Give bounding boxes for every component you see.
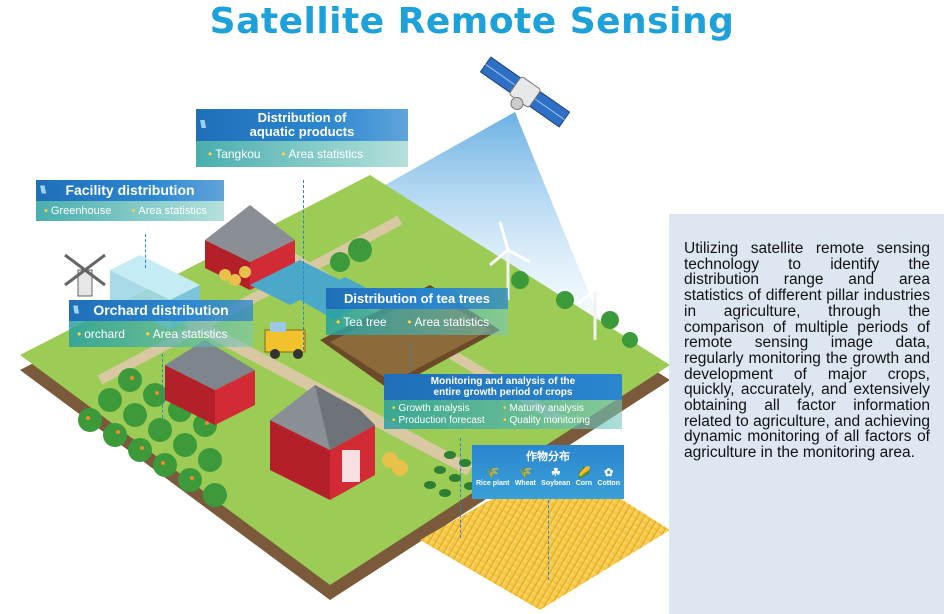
connector-aquatic [303,180,304,350]
cotton-icon: ✿ [604,467,614,479]
connector-crops [548,500,549,580]
monitoring-panel: Monitoring and analysis of the entire gr… [384,374,622,429]
description-text: Utilizing satellite remote sensing techn… [684,240,930,462]
bullet-icon: • [145,327,150,341]
connector-monitoring [460,438,461,538]
wheat-icon: 🌾 [518,467,533,479]
crop-item: ✿Cotton [597,467,620,487]
bullet-icon: • [131,205,136,217]
wind-turbine-icon [489,221,616,340]
crop-item: 🌾Wheat [514,467,536,487]
connector-orchard [162,354,163,418]
bullet-icon: • [281,147,286,161]
page-title: Satellite Remote Sensing [209,1,735,42]
description-box [669,214,944,614]
farmhouse [165,340,255,425]
bullet-icon: • [407,315,412,329]
soybean-icon: ☘ [550,467,561,479]
stripes-icon: \\\\ [73,304,79,316]
rice-icon: 🌾 [485,467,500,479]
crop-item: 🌽Corn [575,467,593,487]
bullet-icon: • [208,147,213,161]
stripes-icon: \\\\ [40,184,46,196]
bullet-icon: • [44,205,48,217]
connector-tea [410,343,411,383]
aquatic-panel: \\\\ Distribution of aquatic products •T… [196,109,408,167]
harvester [264,322,306,359]
crop-item: ☘Soybean [541,467,571,487]
orchard-panel: \\\\ Orchard distribution •orchard •Area… [69,300,253,347]
bullet-icon: • [503,403,507,414]
bullet-icon: • [503,415,507,426]
aquatic-panel-body: •Tangkou •Area statistics [196,141,408,167]
bullet-icon: • [336,315,341,329]
connector-facility [145,234,146,268]
crops-panel: 作物分布 🌾Rice plant 🌾Wheat ☘Soybean 🌽Corn ✿… [472,445,624,499]
red-barn [270,385,375,500]
stripes-icon: \\\\ [200,119,206,131]
bullet-icon: • [77,327,82,341]
corn-icon: 🌽 [577,467,591,479]
windmill-icon [64,253,106,297]
crop-item: 🌾Rice plant [476,467,510,487]
facility-panel: \\\\ Facility distribution •Greenhouse •… [36,180,224,221]
aquatic-panel-title: \\\\ Distribution of aquatic products [196,109,408,141]
orchard-trees [78,368,227,507]
crops-panel-title: 作物分布 [526,451,570,463]
tea-panel: Distribution of tea trees •Tea tree •Are… [326,288,508,335]
bullet-icon: • [392,403,396,414]
bullet-icon: • [392,415,396,426]
satellite-icon [479,56,571,128]
